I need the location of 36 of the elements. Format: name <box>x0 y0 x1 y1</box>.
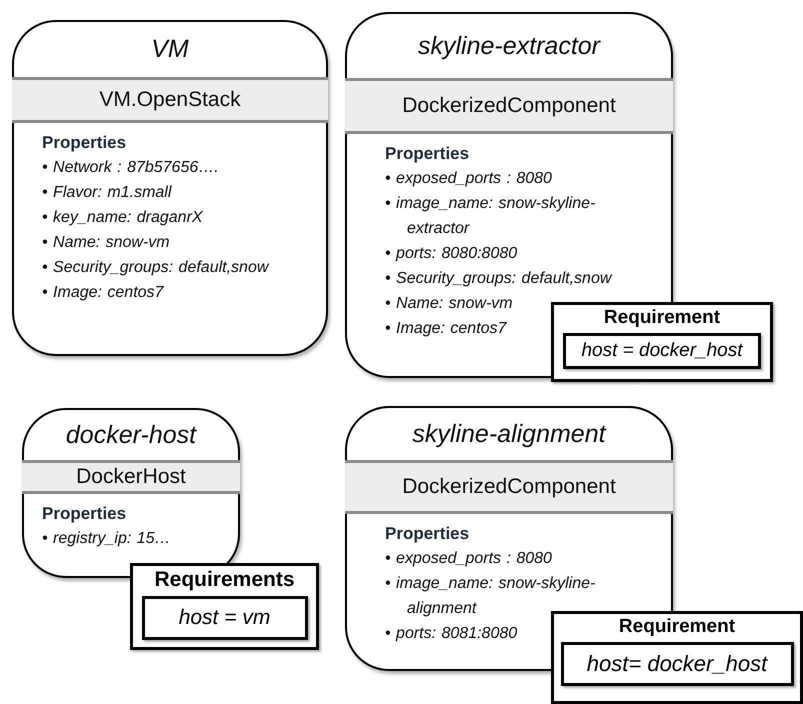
rounded-card <box>12 20 328 356</box>
property-item: • Name: snow-vm <box>42 233 171 253</box>
property-item: • image_name: snow-skyline-alignment <box>385 574 596 619</box>
property-item: • Security_groups: default,snow <box>42 258 270 278</box>
property-item: • image_name: snow-skyline-extractor <box>385 194 596 239</box>
property-item: • Flavor: m1.small <box>42 183 173 203</box>
property-item: • exposed_ports : 8080 <box>385 169 553 189</box>
property-item: • Network : 87b57656…. <box>42 158 220 178</box>
properties-heading: Properties <box>42 504 128 524</box>
requirement-box <box>551 611 803 704</box>
property-item: • Image: centos7 <box>42 283 165 303</box>
property-item: • exposed_ports : 8080 <box>385 549 553 569</box>
requirement-value-box: host= docker_host <box>560 642 794 686</box>
type-band: DockerHost <box>22 460 240 494</box>
type-band: DockerizedComponent <box>345 460 673 514</box>
card-title: skyline-extractor <box>417 30 602 62</box>
requirement-value-box: host = docker_host <box>563 333 761 369</box>
type-band: VM.OpenStack <box>12 77 328 123</box>
property-item: • ports: 8080:8080 <box>385 244 518 264</box>
requirement-box <box>551 302 773 382</box>
requirement-value-box: host = vm <box>142 596 308 640</box>
requirement-box <box>130 563 319 650</box>
properties-heading: Properties <box>385 144 470 164</box>
requirement-heading: Requirement <box>618 616 736 638</box>
property-item: • Security_groups: default,snow <box>385 269 614 289</box>
card-title: skyline-alignment <box>411 418 608 450</box>
type-band: DockerizedComponent <box>345 78 673 134</box>
properties-heading: Properties <box>385 524 470 544</box>
requirement-heading: Requirement <box>604 307 720 329</box>
properties-heading: Properties <box>42 133 128 153</box>
property-item: • registry_ip: 15… <box>42 529 172 549</box>
card-title: VM <box>150 34 190 65</box>
property-item: • key_name: draganrX <box>42 208 204 228</box>
card-title: docker-host <box>64 420 198 450</box>
requirement-heading: Requirements <box>154 568 295 592</box>
property-item: • Name: snow-vm <box>385 294 514 314</box>
